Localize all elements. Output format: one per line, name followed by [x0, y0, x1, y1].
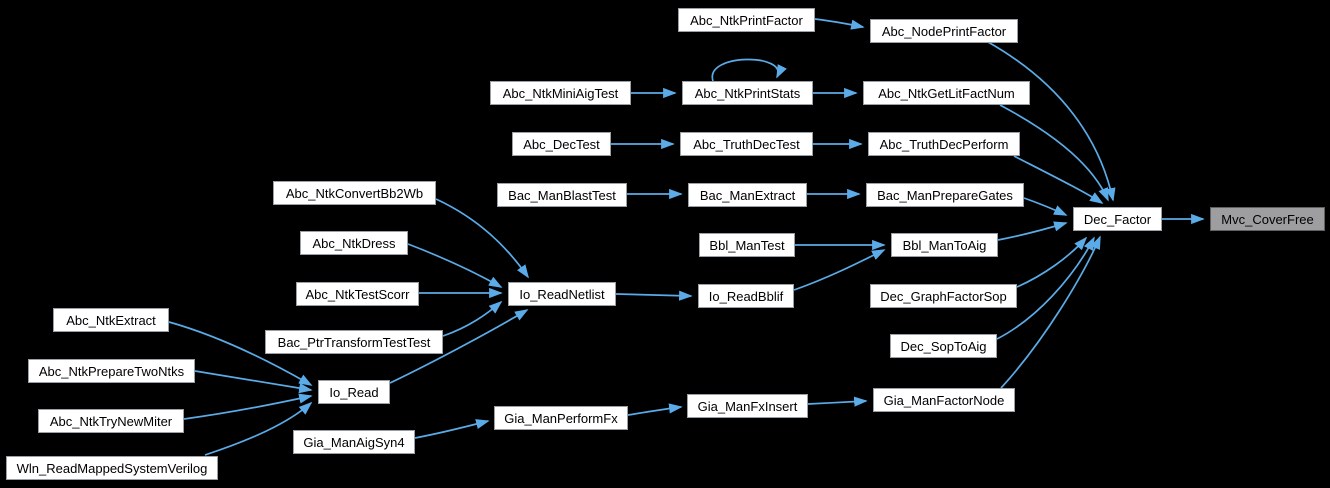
- node-bac-manblasttest[interactable]: Bac_ManBlastTest: [497, 183, 627, 207]
- edge-io-readnetlist-to-io-readbblif: [615, 290, 693, 301]
- node-bbl-mantest[interactable]: Bbl_ManTest: [699, 233, 795, 257]
- node-bac-manextract[interactable]: Bac_ManExtract: [688, 183, 807, 207]
- edge-wln-readmappedsystemverilog-to-io-read: [204, 401, 313, 456]
- edge-gia-manaigsyn4-to-gia-manperformfx: [414, 419, 490, 439]
- node-io-readnetlist[interactable]: Io_ReadNetlist: [508, 282, 616, 306]
- node-abc-ntkdress[interactable]: Abc_NtkDress: [300, 231, 408, 255]
- node-abc-ntktrynewmiter[interactable]: Abc_NtkTryNewMiter: [38, 409, 184, 433]
- node-gia-manaigsyn4[interactable]: Gia_ManAigSyn4: [293, 430, 415, 454]
- node-bbl-mantoaig[interactable]: Bbl_ManToAig: [891, 233, 998, 257]
- node-gia-manfxinsert[interactable]: Gia_ManFxInsert: [687, 394, 808, 418]
- edge-dec-soptoaig-to-dec-factor: [996, 236, 1095, 340]
- node-abc-ntkprintfactor[interactable]: Abc_NtkPrintFactor: [678, 8, 815, 32]
- node-dec-soptoaig[interactable]: Dec_SopToAig: [890, 334, 997, 358]
- edge-abc-ntkprintstats-self-loop: [711, 58, 787, 82]
- node-dec-graphfactorsop[interactable]: Dec_GraphFactorSop: [870, 284, 1017, 308]
- node-bac-manpreparegates[interactable]: Bac_ManPrepareGates: [866, 183, 1024, 207]
- edge-bac-ptrtransformtesttest-to-io-readnetlist: [442, 300, 503, 337]
- node-abc-nodeprintfactor[interactable]: Abc_NodePrintFactor: [870, 19, 1018, 43]
- edge-abc-ntktrynewmiter-to-io-read: [183, 393, 313, 420]
- node-io-read[interactable]: Io_Read: [318, 380, 390, 404]
- node-abc-ntkextract[interactable]: Abc_NtkExtract: [53, 308, 169, 332]
- node-bac-ptrtransformtesttest[interactable]: Bac_PtrTransformTestTest: [265, 330, 443, 354]
- node-dec-factor[interactable]: Dec_Factor: [1073, 207, 1162, 231]
- edge-abc-ntkdress-to-io-readnetlist: [407, 243, 503, 288]
- edge-abc-ntkpreparetwontks-to-io-read: [194, 370, 313, 394]
- edge-io-readbblif-to-bbl-mantoaig: [793, 249, 886, 291]
- node-gia-manfactornode[interactable]: Gia_ManFactorNode: [873, 388, 1015, 412]
- node-abc-ntkgetlitfactnum[interactable]: Abc_NtkGetLitFactNum: [863, 81, 1030, 105]
- edge-abc-ntkgetlitfactnum-to-dec-factor: [999, 104, 1109, 202]
- node-abc-ntkminiaigtest[interactable]: Abc_NtkMiniAigTest: [490, 81, 631, 105]
- edge-abc-ntkprintfactor-to-abc-nodeprintfactor: [814, 18, 865, 30]
- edge-abc-truthdecperform-to-dec-factor: [1013, 155, 1104, 204]
- edge-gia-manfactornode-to-dec-factor: [1000, 235, 1101, 389]
- edge-dec-graphfactorsop-to-dec-factor: [1016, 236, 1088, 288]
- node-abc-truthdectest[interactable]: Abc_TruthDecTest: [680, 132, 813, 156]
- node-gia-manperformfx[interactable]: Gia_ManPerformFx: [494, 406, 628, 430]
- edge-bac-manpreparegates-to-dec-factor: [1023, 197, 1068, 216]
- edge-bbl-mantoaig-to-dec-factor: [997, 221, 1068, 241]
- edge-gia-manfxinsert-to-gia-manfactornode: [807, 396, 868, 407]
- node-abc-ntktestscorr[interactable]: Abc_NtkTestScorr: [296, 282, 419, 306]
- edge-abc-ntkconvertbb2wb-to-io-readnetlist: [435, 198, 529, 279]
- edge-abc-nodeprintfactor-to-dec-factor: [987, 41, 1116, 202]
- node-abc-ntkprintstats[interactable]: Abc_NtkPrintStats: [682, 81, 813, 105]
- node-abc-truthdecperform[interactable]: Abc_TruthDecPerform: [868, 132, 1020, 156]
- edge-abc-ntkextract-to-io-read: [168, 321, 313, 386]
- node-io-readbblif[interactable]: Io_ReadBblif: [698, 284, 794, 308]
- node-abc-ntkpreparetwontks[interactable]: Abc_NtkPrepareTwoNtks: [28, 359, 195, 383]
- node-wln-readmappedsystemverilog[interactable]: Wln_ReadMappedSystemVerilog: [6, 456, 218, 480]
- node-mvc-coverfree: Mvc_CoverFree: [1210, 207, 1325, 231]
- edge-gia-manperformfx-to-gia-manfxinsert: [627, 403, 683, 416]
- node-abc-ntkconvertbb2wb[interactable]: Abc_NtkConvertBb2Wb: [273, 181, 436, 205]
- edge-io-read-to-io-readnetlist: [389, 309, 529, 384]
- node-abc-dectest[interactable]: Abc_DecTest: [512, 132, 611, 156]
